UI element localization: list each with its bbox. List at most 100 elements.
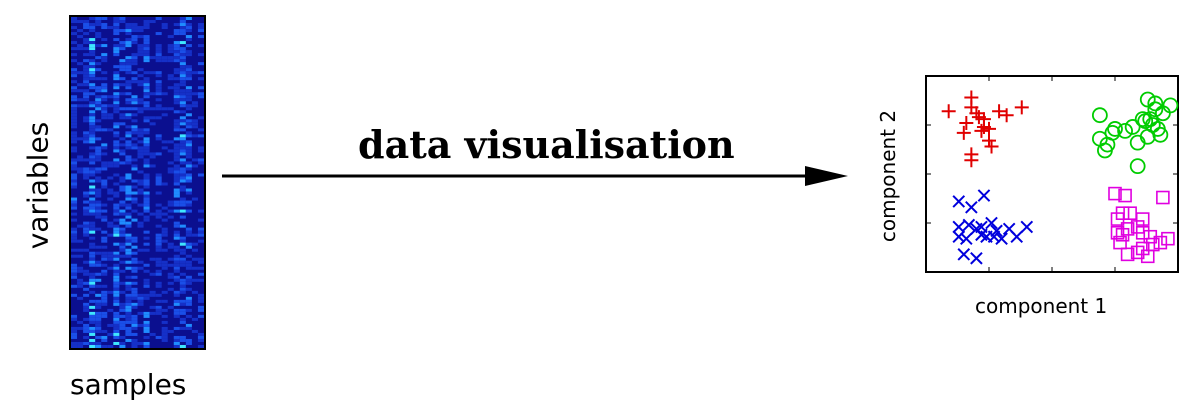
heatmap-cell bbox=[173, 89, 180, 93]
heatmap-cell bbox=[185, 278, 192, 282]
heatmap-cell bbox=[101, 269, 108, 273]
heatmap-cell bbox=[89, 341, 96, 345]
heatmap-cell bbox=[89, 170, 96, 174]
heatmap-cell bbox=[107, 323, 114, 327]
heatmap-cell bbox=[137, 293, 144, 297]
heatmap-cell bbox=[179, 257, 186, 261]
heatmap-cell bbox=[143, 194, 150, 198]
heatmap-cell bbox=[95, 335, 102, 339]
heatmap-cell bbox=[149, 56, 156, 60]
heatmap-cell bbox=[95, 272, 102, 276]
heatmap-cell bbox=[89, 65, 96, 69]
heatmap-cell bbox=[179, 173, 186, 177]
heatmap-cell bbox=[173, 128, 180, 132]
heatmap-cell bbox=[185, 299, 192, 303]
heatmap-cell bbox=[185, 188, 192, 192]
heatmap-cell bbox=[179, 71, 186, 75]
plus-point bbox=[1014, 100, 1029, 115]
heatmap-cell bbox=[143, 41, 150, 45]
heatmap-cell bbox=[143, 158, 150, 162]
heatmap-cell bbox=[143, 26, 150, 30]
heatmap-cell bbox=[173, 179, 180, 183]
heatmap-cell bbox=[119, 188, 126, 192]
heatmap-cell bbox=[113, 332, 120, 336]
heatmap-cell bbox=[101, 251, 108, 255]
axis-ticks bbox=[926, 76, 1178, 272]
heatmap-cell bbox=[113, 263, 120, 267]
heatmap-cell bbox=[125, 176, 132, 180]
heatmap-cell bbox=[179, 83, 186, 87]
heatmap-cell bbox=[173, 125, 180, 129]
heatmap-cell bbox=[137, 341, 144, 345]
heatmap-cell bbox=[77, 71, 84, 75]
heatmap-cell bbox=[119, 314, 126, 318]
heatmap-cell bbox=[143, 23, 150, 27]
heatmap-cell bbox=[125, 29, 132, 33]
heatmap-cell bbox=[71, 17, 78, 21]
heatmap-cell bbox=[89, 77, 96, 81]
heatmap-cell bbox=[107, 308, 114, 312]
heatmap-cell bbox=[179, 302, 186, 306]
heatmap-cell bbox=[155, 335, 162, 339]
heatmap-cell bbox=[155, 176, 162, 180]
heatmap-cell bbox=[125, 56, 132, 60]
heatmap-cell bbox=[197, 305, 204, 309]
heatmap-cell bbox=[179, 149, 186, 153]
heatmap-cell bbox=[173, 221, 180, 225]
heatmap-cell bbox=[185, 233, 192, 237]
heatmap-cell bbox=[101, 239, 108, 243]
heatmap-cell bbox=[143, 137, 150, 141]
heatmap-cell bbox=[119, 323, 126, 327]
heatmap-cell bbox=[173, 311, 180, 315]
heatmap-cell bbox=[119, 176, 126, 180]
heatmap-cell bbox=[113, 302, 120, 306]
heatmap-cell bbox=[89, 224, 96, 228]
heatmap-cell bbox=[89, 116, 96, 120]
heatmap-cell bbox=[71, 341, 78, 345]
plus-point bbox=[982, 121, 996, 136]
x-point bbox=[1010, 230, 1024, 244]
heatmap-cell bbox=[83, 269, 90, 273]
heatmap-cell bbox=[191, 158, 198, 162]
heatmap-cell bbox=[83, 137, 90, 141]
heatmap-cell bbox=[137, 128, 144, 132]
heatmap-cell bbox=[77, 284, 84, 288]
heatmap-cell bbox=[131, 179, 138, 183]
heatmap-cell bbox=[119, 281, 126, 285]
heatmap-cell bbox=[149, 305, 156, 309]
heatmap-cell bbox=[95, 176, 102, 180]
heatmap-cell bbox=[155, 242, 162, 246]
heatmap-cell bbox=[197, 272, 204, 276]
heatmap-cell bbox=[185, 173, 192, 177]
heatmap-cell bbox=[125, 275, 132, 279]
heatmap-cell bbox=[113, 320, 120, 324]
heatmap-cell bbox=[89, 278, 96, 282]
square-point bbox=[1110, 212, 1125, 226]
heatmap-cell bbox=[137, 83, 144, 87]
heatmap-cell bbox=[155, 179, 162, 183]
heatmap-cell bbox=[113, 227, 120, 231]
heatmap-cell bbox=[143, 296, 150, 300]
heatmap-cell bbox=[113, 299, 120, 303]
heatmap-cell bbox=[179, 128, 186, 132]
heatmap-cell bbox=[137, 323, 144, 327]
heatmap-cell bbox=[155, 107, 162, 111]
heatmap-cell bbox=[71, 173, 78, 177]
heatmap-cell bbox=[89, 74, 96, 78]
heatmap-cell bbox=[185, 155, 192, 159]
heatmap-cell bbox=[125, 68, 132, 72]
circle-point bbox=[1142, 111, 1159, 128]
circle-point bbox=[1154, 105, 1171, 122]
heatmap-cell bbox=[173, 233, 180, 237]
heatmap-cell bbox=[155, 98, 162, 102]
heatmap-cell bbox=[101, 203, 108, 207]
heatmap-cell bbox=[173, 326, 180, 330]
heatmap-cell bbox=[83, 68, 90, 72]
plus-point bbox=[956, 125, 971, 140]
heatmap-cell bbox=[83, 323, 90, 327]
heatmap-cell bbox=[71, 80, 78, 84]
heatmap-cell bbox=[125, 332, 132, 336]
heatmap-cell bbox=[125, 155, 132, 159]
heatmap-cell bbox=[113, 254, 120, 258]
heatmap-cell bbox=[173, 59, 180, 63]
